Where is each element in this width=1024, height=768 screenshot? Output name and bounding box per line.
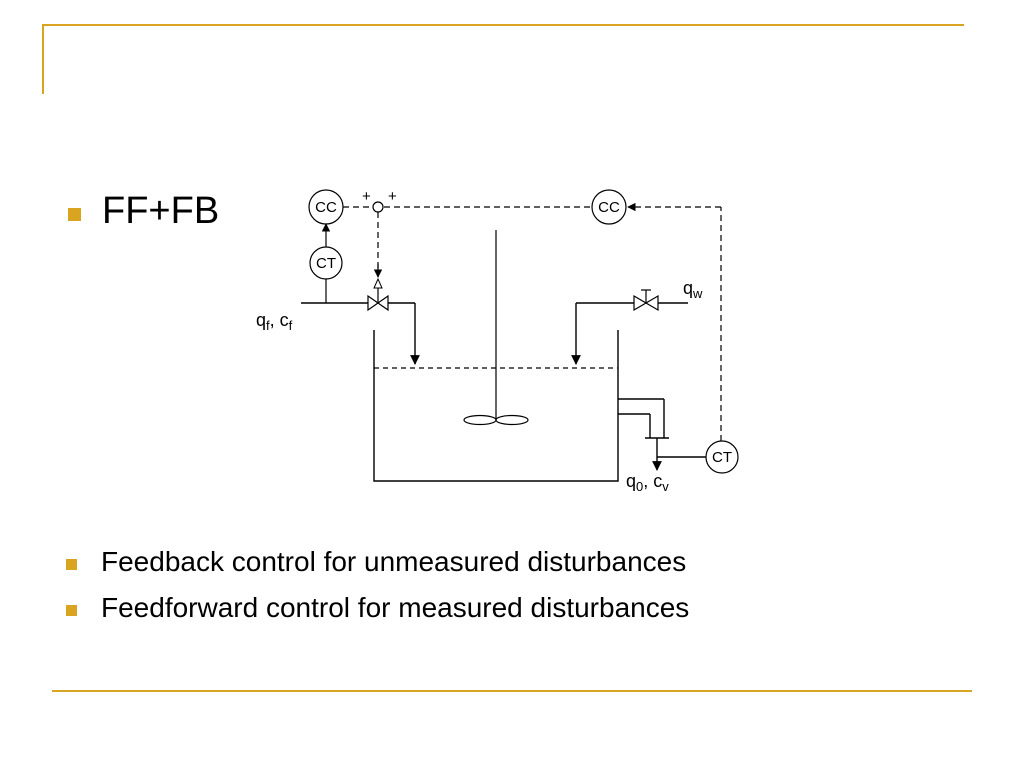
transmitter-feed-label: CT <box>316 255 336 272</box>
feed-stream-label: qf, cf <box>256 310 293 333</box>
frame-left-line <box>42 24 44 94</box>
tank <box>373 330 619 482</box>
water-valve <box>633 289 659 312</box>
frame-top-line <box>42 24 964 26</box>
transmitter-outlet-bubble <box>705 440 739 474</box>
frame-bottom-line <box>52 690 972 692</box>
outlet-pipe <box>618 398 708 471</box>
summer-plus-right: + <box>388 188 397 205</box>
transmitter-feed-bubble <box>309 246 343 280</box>
feed-valve <box>367 287 389 312</box>
feed-line <box>301 302 420 365</box>
bullet-text: Feedback control for unmeasured disturba… <box>101 546 687 577</box>
controller-right-label: CC <box>598 199 620 216</box>
bullet-marker <box>66 605 77 616</box>
slide-heading: FF+FB <box>102 190 220 232</box>
controller-left-bubble <box>308 189 344 225</box>
agitator <box>463 230 529 426</box>
feed-valve-actuator <box>373 277 383 289</box>
water-stream-label: qw <box>683 278 703 301</box>
bullet-marker <box>66 559 77 570</box>
outlet-stream-label: q0, cv <box>626 471 669 494</box>
controller-right-bubble <box>591 189 627 225</box>
controller-left-label: CC <box>315 199 337 216</box>
heading-bullet <box>68 208 81 221</box>
bullet-text: Feedforward control for measured disturb… <box>101 592 690 623</box>
transmitter-outlet-label: CT <box>712 449 732 466</box>
water-line <box>571 302 688 365</box>
summing-junction <box>372 201 384 213</box>
summer-plus-left: + <box>362 188 371 205</box>
